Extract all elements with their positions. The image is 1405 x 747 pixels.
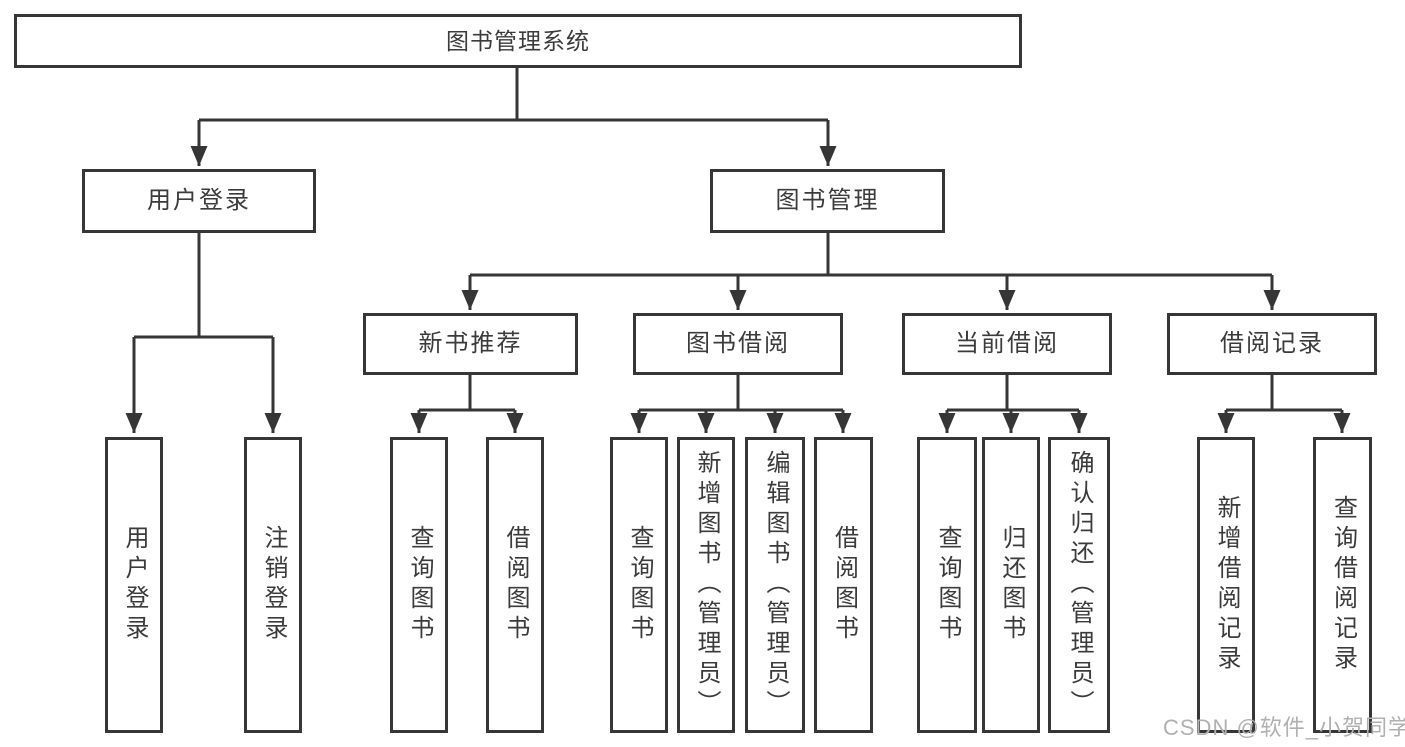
leaf-add-book-admin: 新增图书（管理员） [677,437,735,733]
leaf-confirm-return-admin: 确认归还（管理员） [1048,437,1110,733]
leaf-query-books-recommend: 查询图书 [390,437,448,733]
leaf-borrow-books-borrowing: 借阅图书 [814,437,873,733]
leaf-user-login: 用户登录 [105,437,163,733]
node-book-management-system: 图书管理系统 [14,14,1022,68]
node-user-login: 用户登录 [82,169,316,233]
leaf-add-borrow-record: 新增借阅记录 [1197,437,1255,733]
leaf-return-books: 归还图书 [982,437,1040,733]
watermark-text: CSDN @软件_小贺同学 [1163,715,1405,740]
leaf-query-books-borrowing: 查询图书 [610,437,668,733]
tree-wires [134,68,1342,412]
leaf-borrow-books-recommend: 借阅图书 [486,437,544,733]
leaf-query-borrow-record: 查询借阅记录 [1313,437,1372,733]
node-new-book-recommend: 新书推荐 [363,313,578,375]
leaf-edit-book-admin: 编辑图书（管理员） [745,437,805,733]
node-borrowing-records: 借阅记录 [1167,313,1377,375]
node-book-management: 图书管理 [710,169,945,233]
leaf-query-books-current: 查询图书 [917,437,977,733]
node-book-borrowing: 图书借阅 [633,313,843,375]
node-current-borrowing: 当前借阅 [902,313,1112,375]
arrowheads [125,120,1351,433]
leaf-logout: 注销登录 [244,437,302,733]
